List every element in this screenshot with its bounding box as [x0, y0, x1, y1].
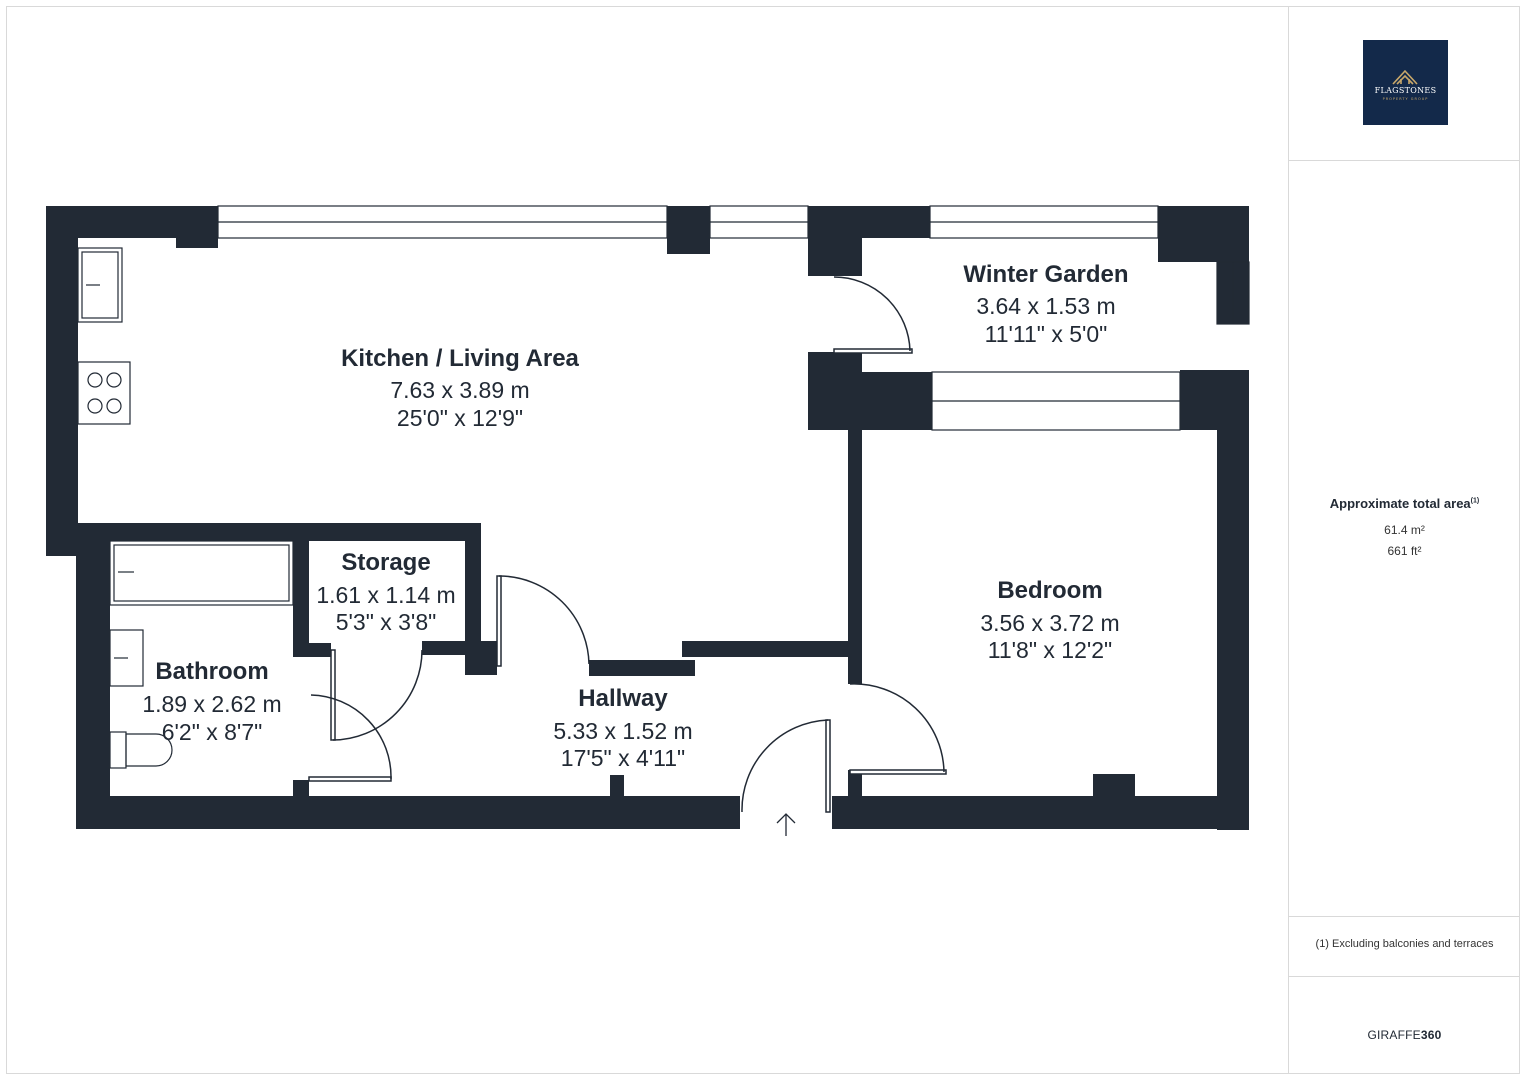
entrance-arrow-icon [776, 813, 796, 836]
info-panel: FLAGSTONES PROPERTY GROUP Approximate to… [1288, 6, 1520, 1074]
sink-icon [77, 247, 123, 323]
bathroom-sink-icon [109, 629, 144, 687]
divider [1289, 976, 1520, 977]
room-metric: 3.64 x 1.53 m [976, 293, 1115, 319]
total-area-text: Approximate total area [1329, 496, 1471, 511]
room-bathroom: Bathroom 1.89 x 2.62 m 6'2" x 8'7" [142, 658, 281, 745]
total-area-metric: 61.4 m² [1384, 523, 1425, 537]
room-imperial: 25'0" x 12'9" [397, 405, 523, 431]
divider [1289, 160, 1520, 161]
divider [1289, 916, 1520, 917]
room-metric: 1.61 x 1.14 m [316, 582, 455, 608]
room-name: Hallway [578, 685, 668, 712]
room-metric: 3.56 x 3.72 m [980, 610, 1119, 636]
room-name: Bathroom [155, 658, 268, 685]
room-storage: Storage 1.61 x 1.14 m 5'3" x 3'8" [316, 549, 455, 635]
total-area-label: Approximate total area(1) [1289, 496, 1520, 511]
room-winter-garden: Winter Garden 3.64 x 1.53 m 11'11" x 5'0… [963, 261, 1128, 347]
logo-house-icon [1392, 69, 1418, 85]
room-metric: 7.63 x 3.89 m [390, 377, 529, 403]
page-frame [6, 6, 1520, 1074]
bathtub-icon [109, 540, 294, 606]
total-area-imperial: 661 ft² [1387, 544, 1422, 558]
walls [46, 206, 1249, 830]
room-imperial: 5'3" x 3'8" [336, 609, 437, 635]
room-bedroom: Bedroom 3.56 x 3.72 m 11'8" x 12'2" [980, 577, 1119, 663]
room-metric: 5.33 x 1.52 m [553, 718, 692, 744]
room-name: Winter Garden [963, 261, 1128, 288]
room-name: Kitchen / Living Area [341, 345, 579, 372]
room-hallway: Hallway 5.33 x 1.52 m 17'5" x 4'11" [553, 685, 692, 771]
room-imperial: 11'11" x 5'0" [985, 321, 1108, 347]
floor-plan: Kitchen / Living Area 7.63 x 3.89 m 25'0… [46, 205, 1250, 836]
room-imperial: 11'8" x 12'2" [988, 637, 1112, 663]
company-logo: FLAGSTONES PROPERTY GROUP [1363, 40, 1448, 125]
logo-subtitle: PROPERTY GROUP [1382, 97, 1429, 101]
room-imperial: 17'5" x 4'11" [561, 745, 685, 771]
room-kitchen: Kitchen / Living Area 7.63 x 3.89 m 25'0… [341, 345, 579, 431]
hob-icon [77, 361, 131, 425]
room-name: Bedroom [997, 577, 1102, 604]
toilet-icon [109, 731, 173, 769]
room-imperial: 6'2" x 8'7" [162, 719, 263, 745]
doors [308, 276, 947, 813]
logo-name: FLAGSTONES [1374, 86, 1437, 95]
footnote-ref: (1) [1470, 497, 1480, 505]
brand-number: 360 [1420, 1028, 1442, 1042]
footnote: (1) Excluding balconies and terraces [1315, 938, 1494, 950]
room-name: Storage [341, 549, 430, 576]
room-metric: 1.89 x 2.62 m [142, 691, 281, 717]
brand-name: GIRAFFE [1367, 1028, 1421, 1042]
brand-credit: GIRAFFE360 [1289, 1028, 1520, 1042]
windows [217, 205, 1250, 431]
